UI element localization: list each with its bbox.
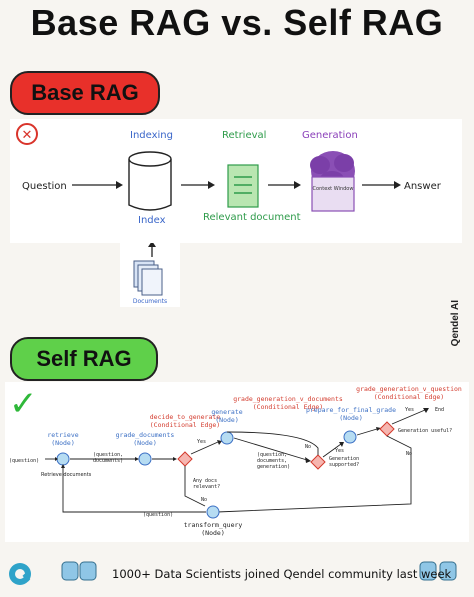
prepare-name: prepare_for_final_grade — [306, 406, 396, 414]
question-input: (question) — [9, 458, 39, 464]
edge-grade-decide-head — [173, 457, 177, 461]
prepare-node — [343, 430, 357, 444]
retrieve-docs-label: Retrieve documents — [41, 472, 92, 478]
wrong-icon — [16, 123, 38, 145]
grade-gen-docs-type: (Conditional Edge) — [253, 403, 323, 411]
edge-in-head — [55, 457, 58, 461]
documents-block: Documents — [120, 241, 180, 307]
qdg-1: (question, — [257, 452, 287, 458]
end-label: End — [435, 407, 444, 413]
grade-gen-docs-name: grade_generation_v_documents — [233, 395, 343, 403]
decide-type: (Conditional Edge) — [150, 421, 220, 429]
page-title: Base RAG vs. Self RAG — [30, 2, 444, 43]
edge-decide-no — [184, 466, 206, 507]
robot-icon-left — [61, 561, 97, 581]
self-rag-diagram: ✓ retrieve (Node) (question) Retrieve do… — [5, 382, 469, 542]
grade-documents-name: grade_documents — [116, 431, 175, 439]
logo-icon — [9, 563, 31, 585]
question-label: Question — [22, 181, 67, 192]
indexing-label: Indexing — [130, 130, 173, 141]
edge-useful-yes-head — [423, 408, 429, 413]
base-rag-svg: ✕ Question Indexing Index Retrieval Rele… — [16, 123, 442, 226]
side-brand: Qendel AI — [450, 300, 461, 347]
edge-supported-yes — [322, 443, 342, 458]
check-mark: ✓ — [9, 384, 38, 424]
edge-generate-grade — [233, 437, 308, 461]
footer-text: 1000+ Data Scientists joined Qendel comm… — [112, 567, 452, 581]
documents-icon — [133, 260, 163, 296]
retrieve-type: (Node) — [51, 439, 74, 447]
footer: 1000+ Data Scientists joined Qendel comm… — [0, 548, 474, 592]
qdg-2: documents, — [257, 458, 287, 464]
edge-useful-no — [216, 435, 412, 513]
self-rag-label: Self RAG — [10, 337, 158, 381]
prepare-type: (Node) — [339, 414, 362, 422]
arrowhead-generation — [394, 181, 401, 189]
edge-decide-yes-head — [217, 440, 222, 445]
retrieve-node — [56, 452, 70, 466]
grade-gen-q-diamond — [379, 421, 395, 437]
grade-gen-docs-diamond — [310, 454, 326, 470]
edge-prepare-grade — [356, 428, 378, 436]
question-loop: (question) — [143, 512, 173, 518]
transform-query-name: transform_query — [184, 521, 243, 529]
arrowhead-docs — [148, 241, 156, 247]
edge-supported-yes-head — [339, 442, 344, 447]
grade-documents-node — [138, 452, 152, 466]
retrieve-name: retrieve — [47, 431, 78, 439]
generate-type: (Node) — [215, 416, 238, 424]
transform-query-node — [206, 505, 220, 519]
relevant-document-label: Relevant document — [203, 212, 301, 223]
arrowhead-index — [208, 181, 215, 189]
edge-generate-grade-head — [305, 457, 311, 463]
transform-query-type: (Node) — [201, 529, 224, 537]
edge-prepare-grade-head — [376, 427, 381, 431]
no-1: No — [201, 497, 207, 503]
edge-supported-no — [226, 431, 319, 455]
base-rag-label: Base RAG — [10, 71, 160, 115]
gen-supported-2: supported? — [329, 462, 359, 468]
edge-transform-retrieve-head — [61, 464, 65, 468]
generate-name: generate — [211, 408, 242, 416]
document-icon — [227, 164, 259, 208]
generate-node — [220, 431, 234, 445]
no-3: No — [406, 451, 412, 457]
arrowhead-question — [116, 181, 123, 189]
documents-svg: Documents — [133, 241, 167, 305]
context-window-box — [311, 176, 355, 212]
arrowhead-retrieval — [294, 181, 301, 189]
generation-label: Generation — [302, 130, 358, 141]
context-window-label: Context Window — [313, 186, 354, 192]
qd-2: documents) — [93, 458, 123, 464]
retrieval-label: Retrieval — [222, 130, 266, 141]
any-docs-1: Any docs — [193, 478, 217, 484]
edge-transform-retrieve — [62, 466, 206, 513]
database-icon — [128, 151, 172, 211]
qd-1: (question, — [93, 452, 123, 458]
wrong-mark: ✕ — [22, 128, 33, 143]
footer-art — [9, 561, 457, 585]
self-rag-svg: ✓ retrieve (Node) (question) Retrieve do… — [9, 384, 462, 537]
grade-documents-type: (Node) — [133, 439, 156, 447]
documents-label: Documents — [133, 298, 167, 305]
grade-gen-q-type: (Conditional Edge) — [374, 393, 444, 401]
any-docs-2: relevant? — [193, 484, 220, 490]
gen-useful: Generation useful? — [398, 428, 452, 434]
gen-supported-1: Generation — [329, 456, 359, 462]
base-rag-diagram: ✕ Question Indexing Index Retrieval Rele… — [10, 119, 462, 243]
decide-name: decide_to_generate — [150, 413, 221, 421]
edge-useful-yes — [391, 409, 426, 425]
robot-icon-right — [419, 561, 457, 581]
yes-1: Yes — [197, 439, 206, 445]
edge-decide-yes — [190, 441, 219, 455]
grade-gen-q-name: grade_generation_v_question — [356, 385, 462, 393]
answer-label: Answer — [404, 181, 442, 192]
yes-2: Yes — [335, 448, 344, 454]
qdg-3: generation) — [257, 464, 290, 470]
no-2: No — [305, 444, 311, 450]
yes-3: Yes — [405, 407, 414, 413]
decide-diamond — [177, 451, 193, 467]
index-label: Index — [138, 215, 166, 226]
edge-retrieve-grade-head — [135, 457, 139, 461]
